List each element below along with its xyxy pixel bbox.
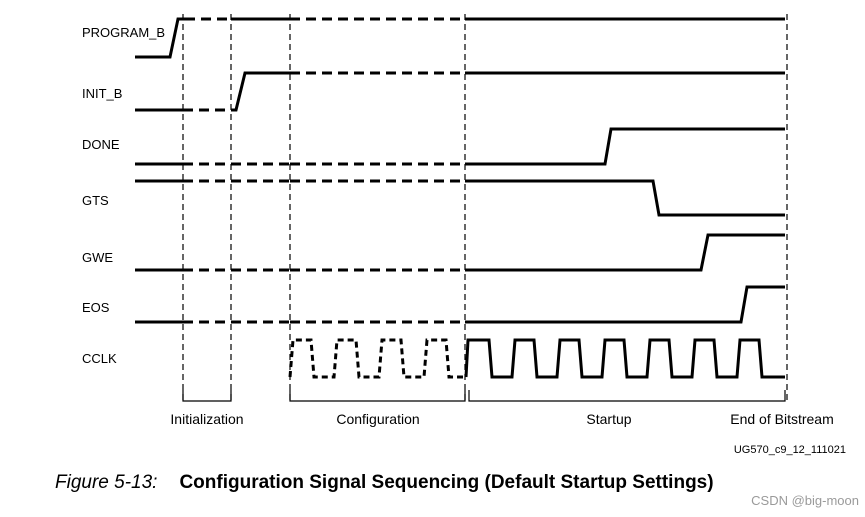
phase-label-initialization: Initialization <box>170 411 243 427</box>
phase-brackets <box>182 390 786 402</box>
waveform-gwe <box>135 233 785 272</box>
phase-boundaries <box>182 14 788 401</box>
signal-label-gwe: GWE <box>82 250 113 265</box>
waveform-done <box>135 127 785 166</box>
bracket-configuration <box>289 390 466 402</box>
waveform-eos <box>135 285 785 324</box>
signal-label-eos: EOS <box>82 300 110 315</box>
waveform-program-b <box>135 17 785 59</box>
signal-label-program-b: PROGRAM_B <box>82 25 165 40</box>
signal-label-cclk: CCLK <box>82 351 117 366</box>
phase-label-configuration: Configuration <box>336 411 419 427</box>
signal-label-gts: GTS <box>82 193 109 208</box>
watermark: CSDN @big-moon <box>751 493 859 508</box>
phase-label-startup: Startup <box>586 411 631 427</box>
figure-caption: Figure 5-13: Configuration Signal Sequenc… <box>55 472 714 494</box>
waveform-init-b <box>135 71 785 112</box>
figure-title: Configuration Signal Sequencing (Default… <box>179 472 714 493</box>
figure-number: Figure 5-13: <box>55 472 158 493</box>
signal-label-done: DONE <box>82 137 120 152</box>
bracket-startup <box>468 390 786 402</box>
bracket-initialization <box>182 390 232 402</box>
waveform-gts <box>135 179 785 217</box>
signal-label-init-b: INIT_B <box>82 86 122 101</box>
figure-reference-id: UG570_c9_12_111021 <box>734 444 846 456</box>
phase-label-end-of-bitstream: End of Bitstream <box>730 411 834 427</box>
waveform-cclk <box>288 338 785 379</box>
